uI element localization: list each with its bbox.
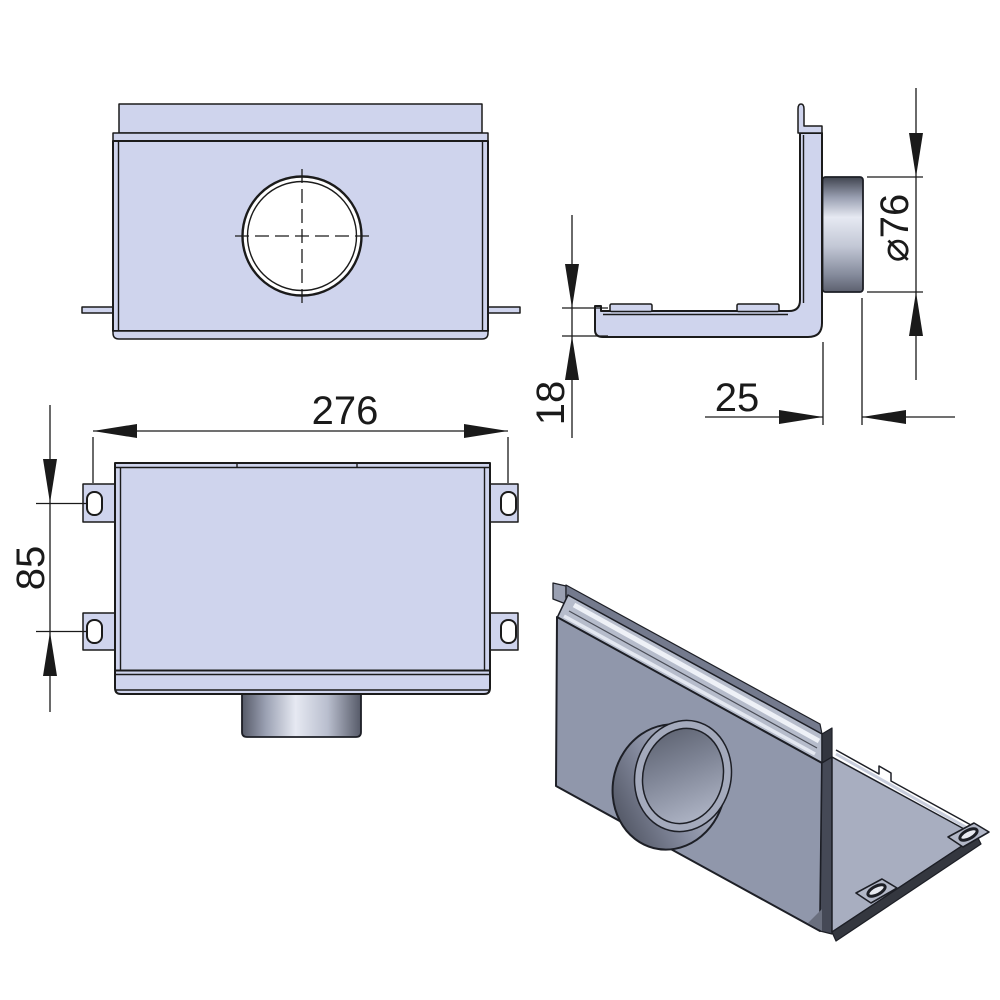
mount-slot-left-1 <box>86 491 103 516</box>
arrowhead-left <box>862 410 906 424</box>
top-view <box>82 462 519 738</box>
front-top-flange <box>118 103 483 134</box>
iso-mount-tab-2 <box>855 878 898 904</box>
side-base-clip-2 <box>736 303 780 313</box>
side-l-profile <box>594 132 823 338</box>
dimension-width-276: 276 <box>92 389 509 483</box>
arrowhead-up <box>43 632 57 676</box>
arrowhead-left <box>93 424 137 438</box>
top-spigot-cylinder <box>241 693 362 738</box>
arrowhead-right <box>779 410 823 424</box>
iso-base-near-edge <box>831 835 982 942</box>
mount-slot-right-1 <box>500 491 517 516</box>
iso-mount-tab-1 <box>947 822 990 848</box>
mount-slot-right-2 <box>500 619 517 644</box>
iso-spigot <box>611 719 733 851</box>
iso-base-lip-edge-with-notch <box>835 749 981 831</box>
iso-flange-highlight-1 <box>572 602 821 744</box>
front-right-tab <box>487 306 521 314</box>
arrowhead-down <box>909 133 923 177</box>
arrowhead-down <box>43 459 57 503</box>
front-view <box>81 103 521 340</box>
iso-flange-groove-line <box>568 610 818 749</box>
arrowhead-right <box>464 424 508 438</box>
front-flange-hem <box>112 132 489 142</box>
isometric-view <box>552 582 990 942</box>
side-view <box>594 103 864 338</box>
arrowhead-down <box>565 264 579 308</box>
side-base-clip-1 <box>609 303 653 313</box>
dimension-flange-height-18: 18 <box>529 215 608 438</box>
iso-back-flange-lip <box>552 582 567 605</box>
side-spigot-cylinder <box>821 176 864 293</box>
dim-label-flange-height: 18 <box>529 381 573 426</box>
dimension-spigot-diameter-76: ⌀76 <box>867 88 923 380</box>
iso-base-top <box>831 756 978 933</box>
arrowhead-up <box>565 336 579 380</box>
arrowhead-up <box>909 292 923 336</box>
top-body-panel <box>114 462 491 695</box>
iso-tab-1-slot <box>958 827 979 842</box>
iso-bend-shadow <box>808 909 822 931</box>
dim-label-width: 276 <box>312 389 379 433</box>
iso-flange-highlight-2 <box>563 614 816 756</box>
dim-label-spigot-diameter: ⌀76 <box>873 194 917 263</box>
dimension-slot-spacing-85: 85 <box>9 405 88 712</box>
dim-label-slot-spacing: 85 <box>9 546 53 591</box>
iso-base-lip-highlight <box>835 752 979 836</box>
iso-plate-edge <box>819 756 833 935</box>
front-left-tab <box>81 306 114 314</box>
dimension-spigot-offset-25: 25 <box>705 298 955 425</box>
side-top-flange-hook <box>797 103 823 134</box>
front-bottom-hem <box>112 330 489 340</box>
iso-tab-2-slot <box>866 883 887 898</box>
dim-label-spigot-offset: 25 <box>715 376 760 420</box>
mount-slot-left-2 <box>86 619 103 644</box>
iso-spigot-bore <box>641 727 725 825</box>
